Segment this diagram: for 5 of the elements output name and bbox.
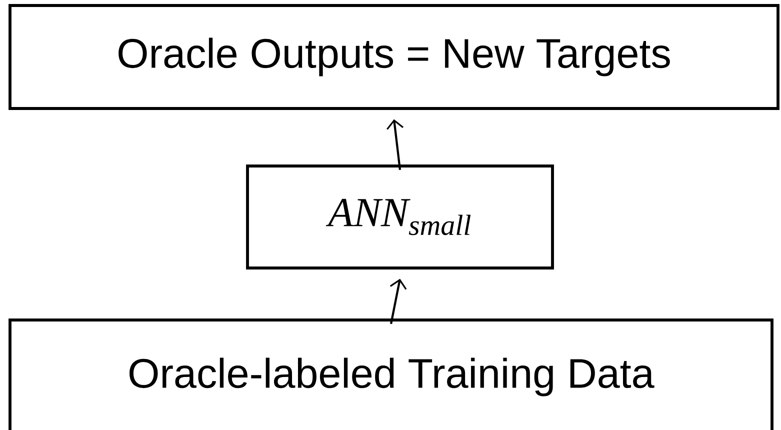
process-box: ANN$_{small}$: [246, 164, 554, 270]
arrow: [386, 119, 404, 170]
arrow: [390, 278, 407, 324]
process-box: Oracle Outputs = New Targets: [8, 4, 780, 110]
process-box: Oracle-labeled Training Data: [8, 318, 774, 430]
